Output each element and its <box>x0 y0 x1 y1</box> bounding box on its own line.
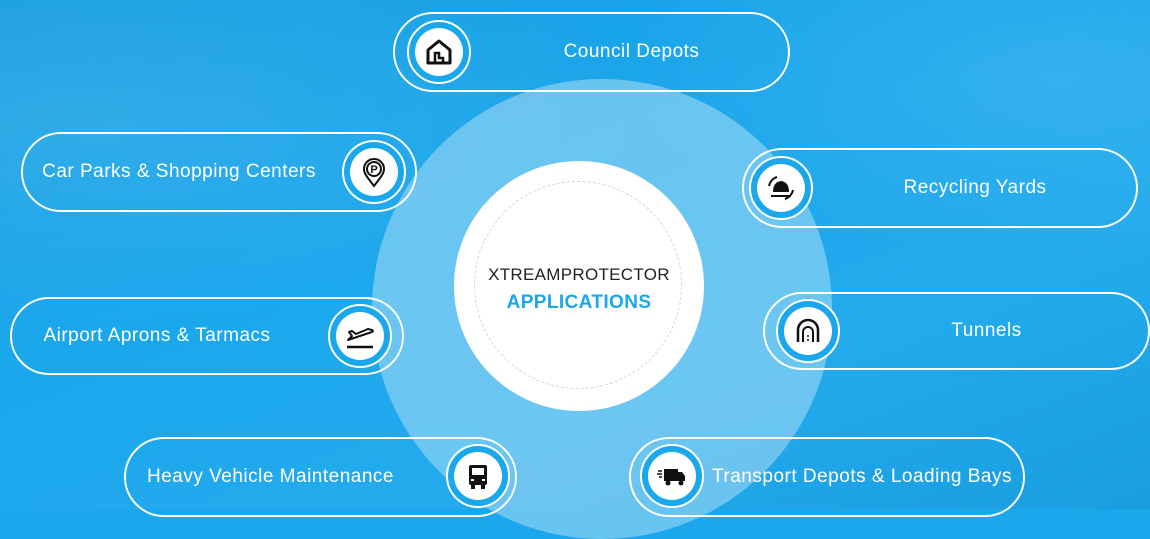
pill-council-depots[interactable]: Council Depots <box>393 12 790 92</box>
badge-tunnels <box>776 299 840 363</box>
badge-recycling-yards <box>749 156 813 220</box>
tunnel-icon <box>796 318 820 342</box>
badge-airport-aprons <box>328 304 392 368</box>
plane-departure-icon <box>347 328 374 349</box>
badge-car-parks: P <box>342 140 406 204</box>
svg-text:P: P <box>370 164 377 176</box>
delivery-truck-icon <box>657 469 685 486</box>
center-circle: XTREAMPROTECTOR APPLICATIONS <box>454 161 704 411</box>
pill-recycling-yards[interactable]: Recycling Yards <box>742 148 1138 228</box>
pill-car-parks[interactable]: Car Parks & Shopping Centers <box>21 132 417 212</box>
pill-tunnels[interactable]: Tunnels <box>763 292 1150 370</box>
truck-front-icon <box>469 465 487 489</box>
badge-council-depots <box>407 20 471 84</box>
house-icon <box>426 39 452 65</box>
center-subtitle: APPLICATIONS <box>506 292 652 313</box>
parking-pin-icon: P <box>362 158 386 188</box>
pill-label-airport-aprons: Airport Aprons & Tarmacs <box>43 325 271 346</box>
pill-label-heavy-vehicle: Heavy Vehicle Maintenance <box>147 466 394 487</box>
pill-label-tunnels: Tunnels <box>951 320 1022 341</box>
badge-heavy-vehicle <box>446 444 510 508</box>
pill-label-transport-depots: Transport Depots & Loading Bays <box>712 466 1012 487</box>
pill-label-council-depots: Council Depots <box>563 41 700 62</box>
pill-label-recycling-yards: Recycling Yards <box>903 177 1047 198</box>
recycling-icon <box>768 176 794 200</box>
badge-transport-depots <box>640 444 704 508</box>
pill-label-car-parks: Car Parks & Shopping Centers <box>42 161 316 182</box>
center-title: XTREAMPROTECTOR <box>488 265 670 284</box>
center-dashed-ring <box>474 181 682 389</box>
pill-airport-aprons[interactable]: Airport Aprons & Tarmacs <box>10 297 404 375</box>
